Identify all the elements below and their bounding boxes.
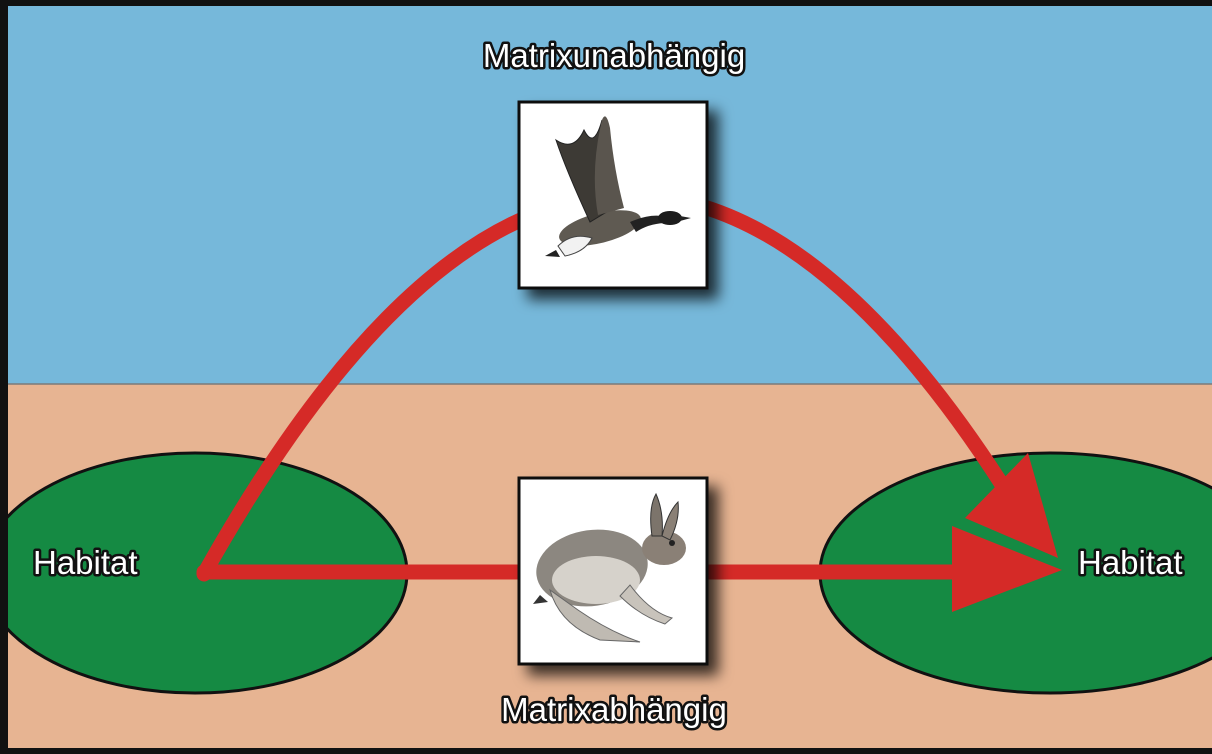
label-habitat-left: Habitat [33,544,138,581]
goose-image [519,102,707,288]
label-matrix-independent: Matrixunabhängig [483,37,745,74]
label-matrix-dependent: Matrixabhängig [501,691,727,728]
label-habitat-right: Habitat [1078,544,1183,581]
hare-image [519,478,707,664]
